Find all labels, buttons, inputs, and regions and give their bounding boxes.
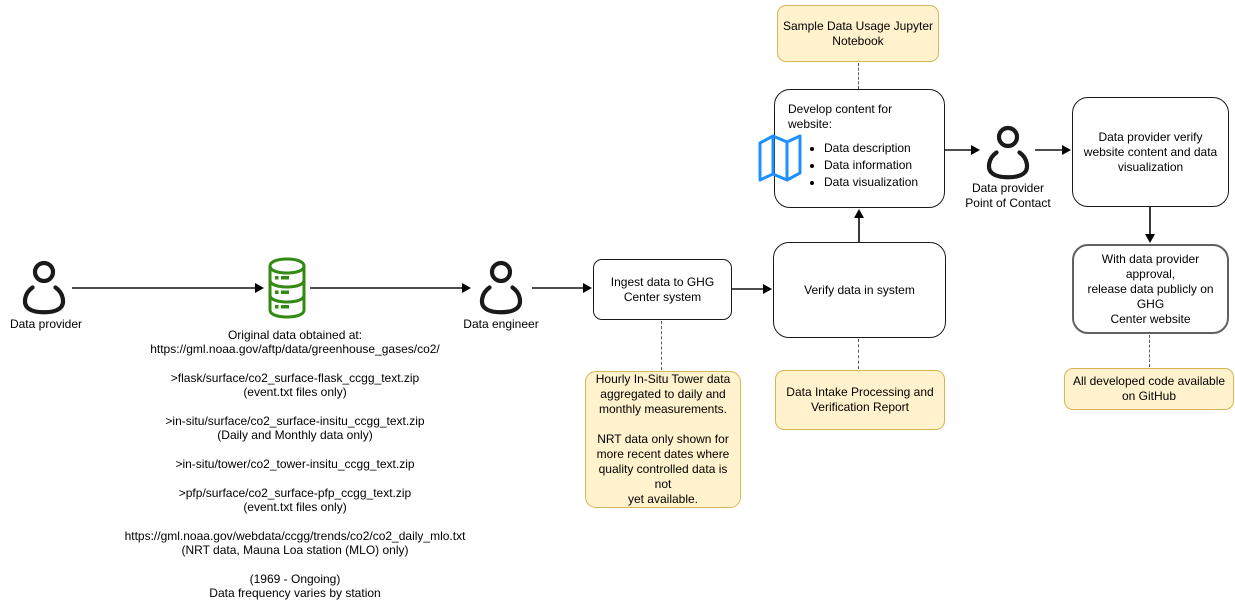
connector-poc-to-provider-verify xyxy=(1035,149,1062,151)
connector-provider-to-database xyxy=(72,287,256,289)
arrowhead-icon xyxy=(971,145,980,155)
develop-content-title: Develop content for website: xyxy=(788,102,893,131)
source-paragraph: https://gml.noaa.gov/webdata/ccgg/trends… xyxy=(124,529,466,557)
connector-ingest-to-verify xyxy=(732,288,763,290)
data-provider-label: Data provider xyxy=(9,317,83,331)
source-paragraph: (1969 - Ongoing) Data frequency varies b… xyxy=(209,572,381,600)
source-paragraph: >flask/surface/co2_surface-flask_ccgg_te… xyxy=(170,371,420,399)
database-icon xyxy=(264,257,310,319)
connector-develop-to-poc xyxy=(945,149,971,151)
note-jupyter-notebook: Sample Data Usage Jupyter Notebook xyxy=(777,5,939,62)
person-icon xyxy=(20,259,68,317)
flow-box-verify: Verify data in system xyxy=(773,242,946,338)
person-icon xyxy=(477,259,525,317)
connector-database-to-engineer xyxy=(310,287,462,289)
map-icon xyxy=(756,132,804,184)
arrowhead-icon xyxy=(462,283,471,293)
dashed-connector-ingest-to-hourly-note xyxy=(661,321,662,370)
connector-provider-verify-to-release xyxy=(1149,207,1151,234)
dashed-connector-release-to-github-note xyxy=(1149,335,1150,367)
bullet-item: Data information xyxy=(824,158,937,173)
arrowhead-icon xyxy=(763,284,772,294)
develop-content-text: Develop content for website: Data descri… xyxy=(774,89,945,208)
flow-box-release: With data provider approval, release dat… xyxy=(1072,244,1229,334)
arrowhead-icon xyxy=(1145,234,1155,243)
note-hourly-insitu: Hourly In-Situ Tower data aggregated to … xyxy=(585,371,741,508)
connector-verify-to-develop xyxy=(858,218,860,242)
data-engineer-label: Data engineer xyxy=(463,317,539,331)
note-github: All developed code available on GitHub xyxy=(1064,368,1234,410)
dashed-connector-verify-to-intake-note xyxy=(858,339,859,369)
arrowhead-icon xyxy=(1062,145,1071,155)
dashed-connector-jupyter-to-develop xyxy=(858,63,859,89)
flow-box-provider-verify: Data provider verify website content and… xyxy=(1072,97,1229,207)
flow-box-develop-content xyxy=(774,89,945,208)
bullet-item: Data description xyxy=(824,141,937,156)
source-paragraph: Original data obtained at: https://gml.n… xyxy=(150,328,440,356)
source-paragraph: >in-situ/surface/co2_surface-insitu_ccgg… xyxy=(165,414,425,442)
arrowhead-icon xyxy=(583,283,592,293)
data-source-note: Original data obtained at: https://gml.n… xyxy=(100,328,490,611)
source-paragraph: >pfp/surface/co2_surface-pfp_ccgg_text.z… xyxy=(178,486,412,514)
connector-engineer-to-ingest xyxy=(532,287,583,289)
develop-content-bullets: Data description Data information Data v… xyxy=(788,141,937,190)
note-intake-report: Data Intake Processing and Verification … xyxy=(775,370,945,430)
arrowhead-icon xyxy=(854,209,864,218)
source-paragraph: >in-situ/tower/co2_tower-insitu_ccgg_tex… xyxy=(175,457,415,471)
flow-box-ingest: Ingest data to GHG Center system xyxy=(593,259,732,320)
bullet-item: Data visualization xyxy=(824,175,937,190)
person-icon xyxy=(984,124,1032,182)
point-of-contact-label: Data provider Point of Contact xyxy=(965,181,1051,210)
arrowhead-icon xyxy=(255,283,264,293)
